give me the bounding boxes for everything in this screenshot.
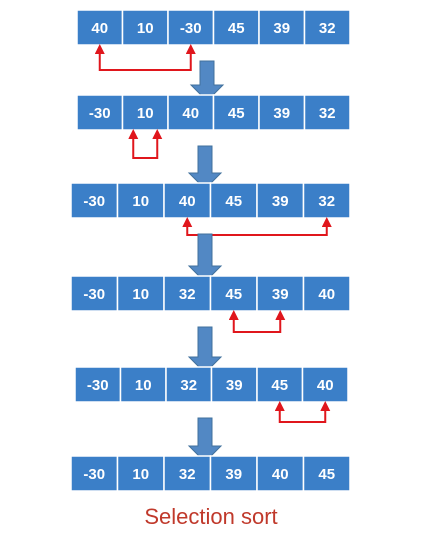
- down-arrow-icon: [187, 233, 223, 283]
- array-cell-value: 32: [319, 20, 336, 37]
- array-cell-value: 40: [182, 105, 199, 122]
- array-cell-value: 39: [272, 286, 289, 303]
- array-cell-value: 10: [132, 286, 149, 303]
- array-cell-value: 10: [132, 466, 149, 483]
- array-cell: [303, 94, 351, 131]
- array-cell-value: 10: [135, 377, 152, 394]
- array-cell-value: 40: [318, 286, 335, 303]
- array-cell: [74, 366, 122, 403]
- down-arrow-icon: [189, 60, 225, 102]
- array-cell-value: 32: [179, 466, 196, 483]
- array-cell: [163, 455, 212, 492]
- array-cell: [70, 455, 119, 492]
- array-cell: [70, 275, 119, 312]
- array-cell-value: 39: [225, 466, 242, 483]
- array-cell-value: 40: [317, 377, 334, 394]
- swap-bracket: [94, 44, 196, 71]
- array-cell: [167, 94, 215, 131]
- down-arrow-icon: [187, 417, 223, 463]
- array-cell-value: 40: [179, 193, 196, 210]
- array-cell: [303, 9, 351, 46]
- array-cell-value: 45: [228, 105, 245, 122]
- array-cell-value: 40: [91, 20, 108, 37]
- array-cell-value: 39: [226, 377, 243, 394]
- array-cell: [209, 275, 258, 312]
- array-cell-value: 10: [132, 193, 149, 210]
- array-cell-value: 32: [319, 105, 336, 122]
- array-cell: [210, 366, 258, 403]
- array-cell: [302, 182, 351, 219]
- array-cell-value: 39: [273, 20, 290, 37]
- array-cell-value: 32: [179, 286, 196, 303]
- swap-bracket: [182, 217, 332, 236]
- array-cell: [302, 275, 351, 312]
- array-cell-value: 45: [228, 20, 245, 37]
- array-cell: [116, 455, 165, 492]
- array-cell: [212, 94, 260, 131]
- array-cell: [256, 455, 305, 492]
- diagram-caption: Selection sort: [144, 504, 278, 529]
- array-cell-value: -30: [89, 105, 111, 122]
- array-cell-value: 10: [137, 105, 154, 122]
- swap-bracket: [128, 129, 163, 159]
- array-cell: [165, 366, 213, 403]
- array-cell-value: 45: [318, 466, 335, 483]
- down-arrow-icon: [187, 145, 223, 190]
- array-cell: [258, 94, 306, 131]
- array-cell-value: 45: [271, 377, 288, 394]
- array-cell-value: -30: [87, 377, 109, 394]
- array-cell: [76, 94, 124, 131]
- array-cell-value: 40: [272, 466, 289, 483]
- array-cell-value: 39: [273, 105, 290, 122]
- array-cell-value: -30: [180, 20, 202, 37]
- array-cell: [163, 275, 212, 312]
- array-cell-value: -30: [83, 193, 105, 210]
- array-cell: [70, 182, 119, 219]
- down-arrow-icon: [187, 326, 223, 374]
- array-cell-value: -30: [83, 466, 105, 483]
- array-cell-value: 45: [225, 286, 242, 303]
- array-cell-value: 39: [272, 193, 289, 210]
- array-cell-value: 10: [137, 20, 154, 37]
- array-cell-value: 45: [225, 193, 242, 210]
- array-cell: [302, 455, 351, 492]
- array-cell: [258, 9, 306, 46]
- array-cell-value: 32: [180, 377, 197, 394]
- swap-bracket: [228, 310, 286, 333]
- array-cell-value: -30: [83, 286, 105, 303]
- swap-bracket: [274, 401, 331, 423]
- array-cell-value: 32: [318, 193, 335, 210]
